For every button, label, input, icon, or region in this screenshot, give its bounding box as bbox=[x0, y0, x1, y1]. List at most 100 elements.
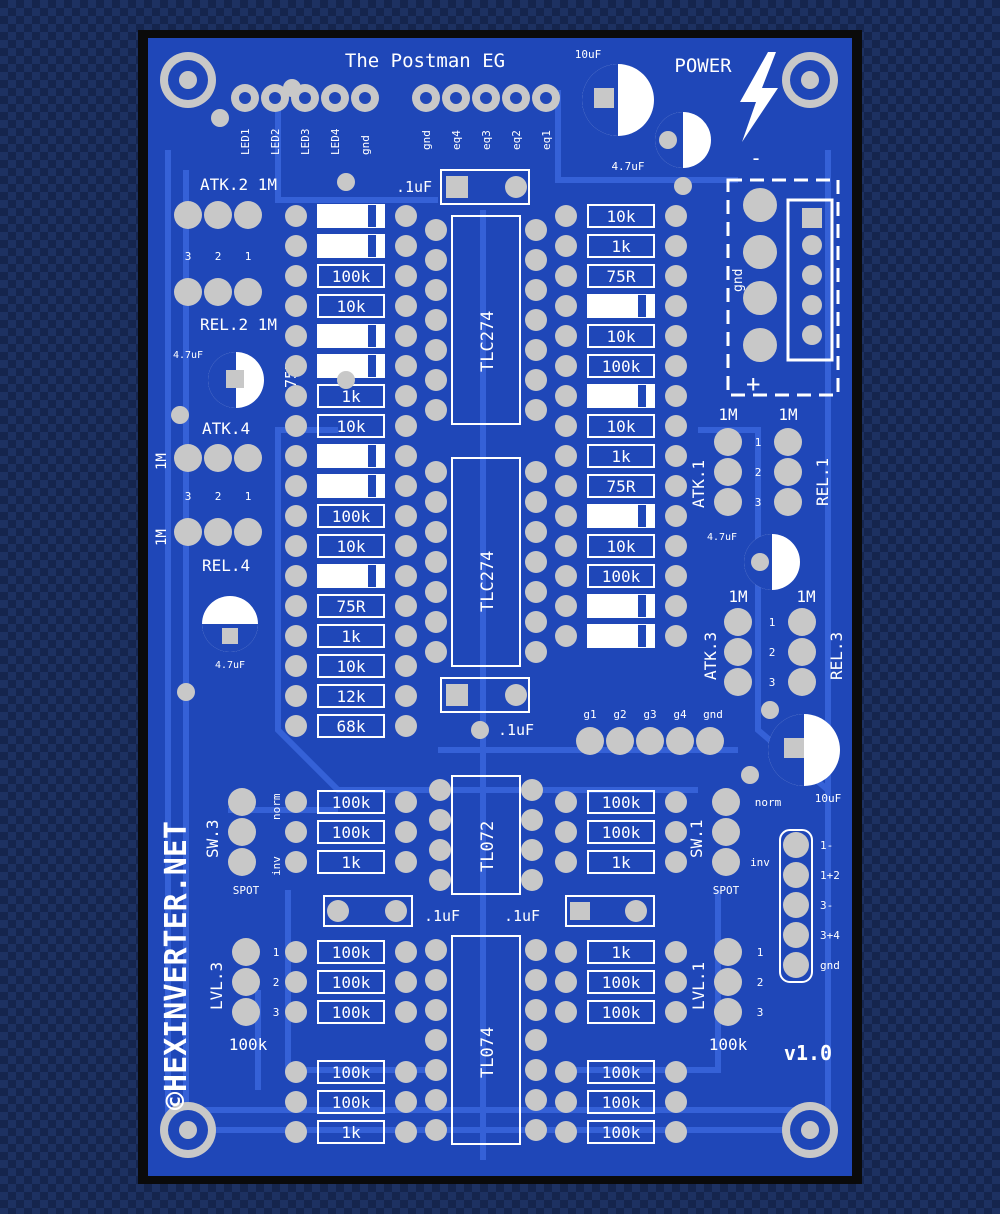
diode bbox=[285, 474, 417, 498]
pin-label: 2 bbox=[769, 646, 776, 659]
resistor-column-left-mid: 100k 100k 1k bbox=[285, 790, 417, 874]
resistor: 75R bbox=[555, 264, 687, 288]
pin-label: 3 bbox=[185, 490, 192, 503]
diode bbox=[285, 324, 417, 348]
header-pin bbox=[321, 84, 349, 112]
power-label: POWER bbox=[674, 55, 732, 77]
pot-value-label: 1M bbox=[154, 529, 170, 546]
resistor-value: 100k bbox=[602, 567, 641, 586]
output-label: gnd bbox=[820, 959, 840, 972]
resistor: 10k bbox=[555, 534, 687, 558]
resistor-value: 100k bbox=[602, 973, 641, 992]
resistor: 75R bbox=[285, 594, 417, 618]
resistor-value: 100k bbox=[332, 793, 371, 812]
resistor: 10k bbox=[555, 414, 687, 438]
resistor: 100k bbox=[285, 970, 417, 994]
resistor: 100k bbox=[285, 940, 417, 964]
resistor-value: 100k bbox=[332, 973, 371, 992]
resistor-value: 100k bbox=[332, 823, 371, 842]
atk3-pot bbox=[724, 608, 752, 696]
outputs-header: 1- 1+2 3- 3+4 gnd bbox=[779, 829, 840, 983]
pin-label: 3 bbox=[185, 250, 192, 263]
switch-inv-label: inv bbox=[270, 856, 283, 876]
ceramic-cap bbox=[565, 895, 655, 927]
ceramic-cap bbox=[323, 895, 413, 927]
power-connector-outline bbox=[726, 178, 840, 397]
ic-chip bbox=[425, 457, 547, 667]
sw3-label: SW.3 bbox=[203, 819, 222, 858]
atk1-pot bbox=[714, 428, 742, 516]
resistor: 10k bbox=[555, 204, 687, 228]
resistor-value: 100k bbox=[332, 1003, 371, 1022]
pin-label: 2 bbox=[215, 250, 222, 263]
gate-label: gnd bbox=[703, 708, 723, 721]
resistor-value: 75R bbox=[607, 477, 636, 496]
ic-label: TL074 bbox=[478, 1027, 498, 1078]
via bbox=[337, 371, 355, 389]
resistor-value: 10k bbox=[607, 537, 636, 556]
header-pin bbox=[532, 84, 560, 112]
power-cap2-label: 4.7uF bbox=[611, 160, 644, 173]
pin-label: 1 bbox=[757, 946, 764, 959]
resistor-value: 100k bbox=[332, 1093, 371, 1112]
resistor-value: 100k bbox=[602, 793, 641, 812]
resistor: 1k bbox=[555, 234, 687, 258]
ic-label: TLC274 bbox=[478, 311, 498, 372]
resistor-value: 1k bbox=[611, 853, 631, 872]
resistor-value: 12k bbox=[337, 687, 366, 706]
lvl3-pot bbox=[232, 938, 260, 1026]
cap-label: 4.7uF bbox=[215, 660, 245, 671]
ic-chip bbox=[425, 935, 547, 1145]
resistor-value: 100k bbox=[332, 267, 371, 286]
resistor-value: 100k bbox=[602, 823, 641, 842]
ic-chip bbox=[429, 775, 543, 895]
ic-label: TLC274 bbox=[478, 551, 498, 612]
atk2-label: ATK.2 1M bbox=[200, 175, 277, 194]
rel3-label: REL.3 bbox=[827, 632, 846, 680]
resistor-value: 75R bbox=[607, 267, 636, 286]
resistor: 1k bbox=[285, 1120, 417, 1144]
resistor: 100k bbox=[555, 970, 687, 994]
electrolytic-cap bbox=[768, 714, 840, 786]
electrolytic-cap bbox=[202, 596, 258, 652]
header-pin bbox=[231, 84, 259, 112]
pin-label: 1 bbox=[245, 490, 252, 503]
resistor: 100k bbox=[285, 1090, 417, 1114]
resistor: 1k bbox=[555, 444, 687, 468]
resistor: 100k bbox=[555, 354, 687, 378]
power-minus: - bbox=[750, 146, 762, 170]
via bbox=[761, 701, 779, 719]
pot-value-label: 100k bbox=[709, 1035, 748, 1054]
rel4-pot bbox=[174, 518, 262, 546]
switch-inv-label: inv bbox=[750, 856, 770, 869]
resistor-value: 75R bbox=[337, 597, 366, 616]
resistor-value: 100k bbox=[332, 507, 371, 526]
cap-label: .1uF bbox=[498, 721, 534, 739]
resistor: 68k bbox=[285, 714, 417, 738]
pin-label: 1 bbox=[769, 616, 776, 629]
pot-value-label: 1M bbox=[718, 405, 737, 424]
resistor-column-left-lower: 100k 100k 100k bbox=[285, 940, 417, 1024]
resistor: 100k bbox=[285, 1000, 417, 1024]
mount-holes bbox=[160, 52, 838, 1158]
resistor: 10k bbox=[285, 654, 417, 678]
resistor: 100k bbox=[285, 1060, 417, 1084]
resistor-value: 1k bbox=[341, 853, 361, 872]
lightning-icon bbox=[740, 52, 778, 142]
led-label: LED4 bbox=[329, 128, 342, 155]
output-label: 3+4 bbox=[820, 929, 840, 942]
lvl1-label: LVL.1 bbox=[689, 962, 708, 1010]
eq-label: eq1 bbox=[540, 130, 553, 150]
pin-label: 2 bbox=[215, 490, 222, 503]
resistor-value: 100k bbox=[332, 943, 371, 962]
resistor: 1k bbox=[285, 850, 417, 874]
header-pin bbox=[261, 84, 289, 112]
pin-label: 2 bbox=[273, 976, 280, 989]
cap-label: .1uF bbox=[504, 907, 540, 925]
mount-hole bbox=[160, 52, 216, 108]
via bbox=[211, 109, 229, 127]
power-gnd: gnd bbox=[731, 269, 746, 292]
via bbox=[741, 766, 759, 784]
via bbox=[471, 721, 489, 739]
